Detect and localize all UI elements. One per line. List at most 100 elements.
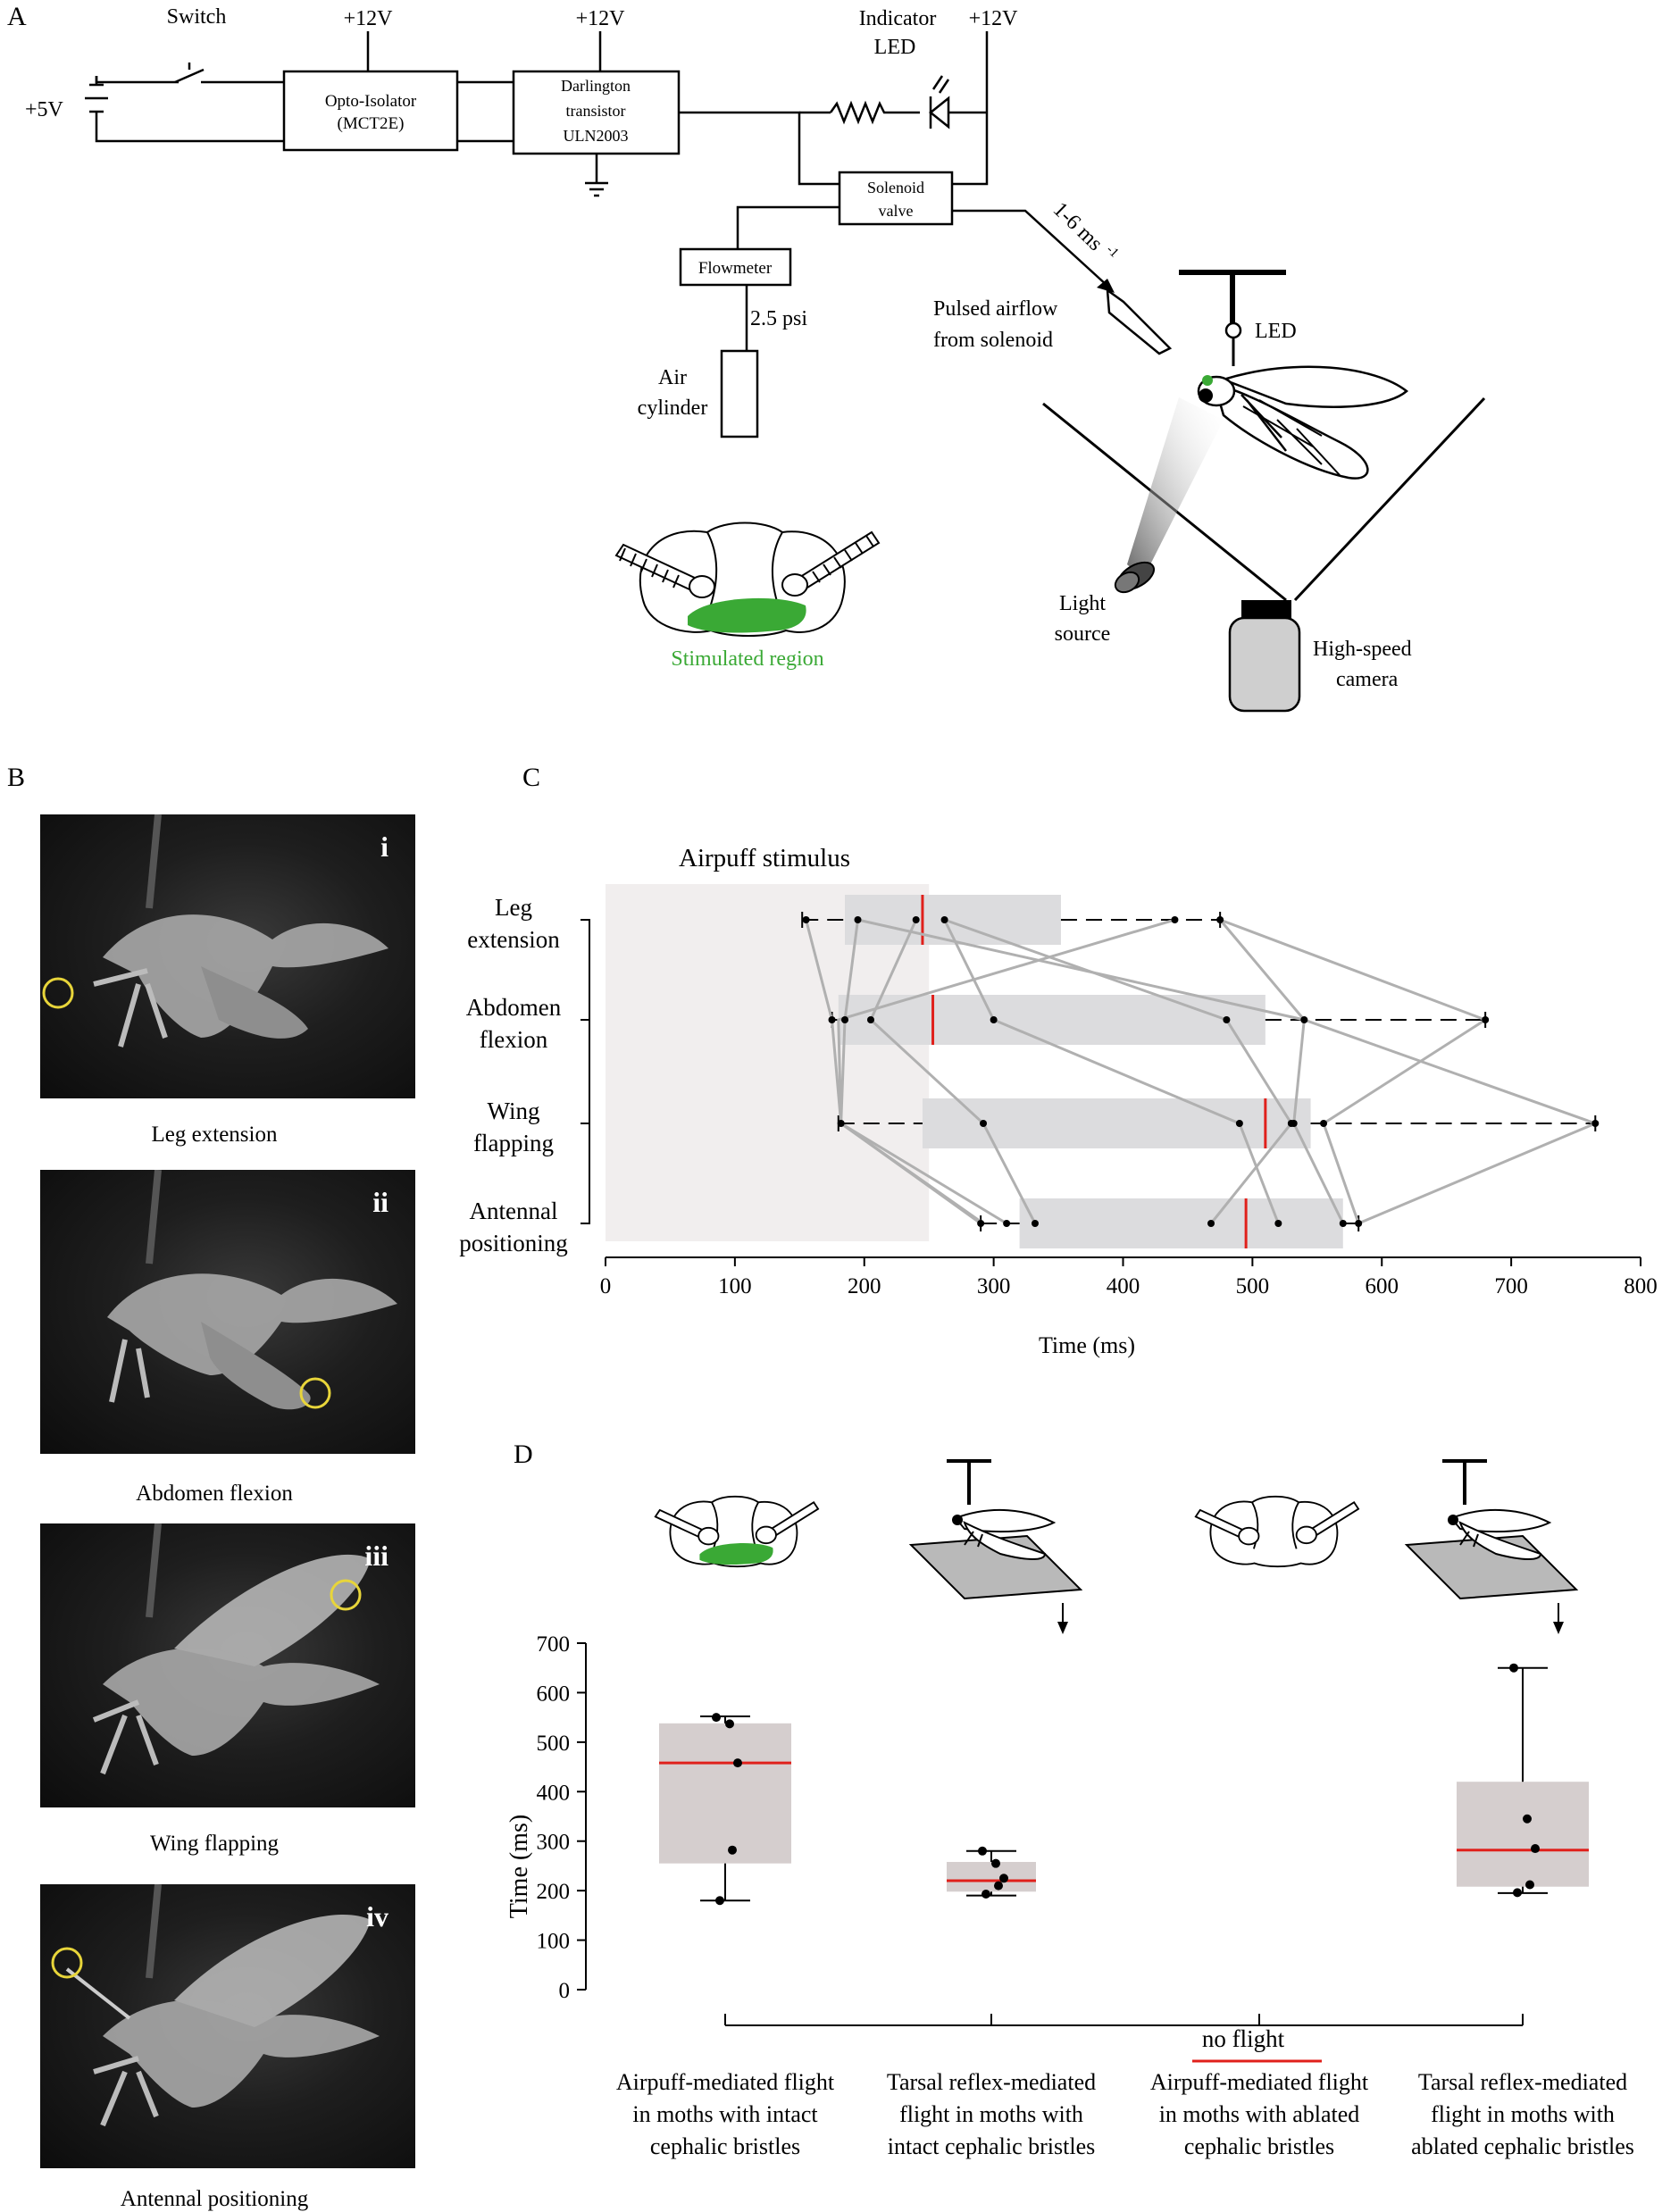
darlington-label-3: ULN2003 (564, 127, 629, 145)
v12-label-b: +12V (576, 7, 626, 30)
category-label: flight in moths with (1431, 2101, 1615, 2127)
data-point (1171, 916, 1179, 923)
data-point (1513, 1888, 1522, 1898)
data-point (837, 1120, 845, 1127)
category-label: ablated cephalic bristles (1411, 2133, 1634, 2159)
x-tick-label: 600 (1366, 1274, 1399, 1298)
photo-antennal-positioning: iv (40, 1884, 415, 2168)
category-label: flexion (480, 1026, 548, 1053)
y-tick-label: 300 (537, 1831, 571, 1855)
stim-region-label: Stimulated region (671, 647, 823, 671)
category-label: Wing (488, 1098, 540, 1124)
moth-icon (1197, 365, 1408, 480)
data-point (1216, 916, 1224, 923)
data-point (1223, 1016, 1231, 1023)
solenoid-label-1: Solenoid (867, 179, 924, 196)
camera-label-1: High-speed (1313, 638, 1412, 661)
photo-caption: Wing flapping (150, 1832, 280, 1856)
v5-label: +5V (25, 98, 64, 121)
svg-text:-1: -1 (1103, 243, 1121, 261)
darlington-label-2: transistor (566, 102, 626, 120)
panel-label-a: A (7, 2, 27, 31)
darlington-label-1: Darlington (561, 77, 631, 95)
x-tick-label: 300 (977, 1274, 1011, 1298)
head-ablated-icon (1194, 1495, 1360, 1568)
photo-caption: Antennal positioning (121, 2187, 309, 2211)
category-label: Abdomen (466, 994, 562, 1021)
solenoid-label-2: valve (879, 202, 914, 220)
category-label: intact cephalic bristles (888, 2133, 1095, 2159)
photo-roman-label: i (380, 831, 388, 863)
box (838, 995, 1266, 1045)
data-point (1482, 1016, 1490, 1023)
data-point (1523, 1814, 1532, 1824)
data-point (1339, 1220, 1347, 1227)
category-label: extension (467, 926, 560, 953)
led-icon (1224, 321, 1242, 339)
light-source-icon (1114, 561, 1155, 594)
circuit-boxes (282, 70, 954, 438)
category-label: cephalic bristles (1184, 2133, 1334, 2159)
x-tick-label: 100 (718, 1274, 752, 1298)
x-tick-label: 800 (1624, 1274, 1658, 1298)
data-point (940, 916, 948, 923)
head-intact-icon (654, 1495, 820, 1568)
category-label: Tarsal reflex-mediated (887, 2069, 1096, 2095)
x-tick-label: 700 (1494, 1274, 1528, 1298)
data-point (1320, 1120, 1328, 1127)
stim-region-shape (688, 597, 806, 633)
box (1457, 1782, 1589, 1887)
category-label: flapping (473, 1130, 554, 1156)
opto-label-2: (MCT2E) (338, 114, 405, 133)
data-point (912, 916, 920, 923)
category-label: Airpuff-mediated flight (1150, 2069, 1369, 2095)
y-tick-label: 500 (537, 1732, 571, 1756)
data-point (1509, 1663, 1518, 1673)
box (1019, 1198, 1343, 1248)
data-point (978, 1846, 987, 1856)
antenna-icons (614, 530, 881, 598)
data-point (1235, 1120, 1243, 1127)
connection-line (840, 919, 1007, 1225)
light-beam (1127, 397, 1224, 579)
box (659, 1723, 791, 1864)
panel-label-d: D (514, 1440, 533, 1469)
category-axis (581, 919, 590, 1224)
opto-label-1: Opto-Isolator (325, 92, 417, 111)
connection-line (837, 918, 1175, 1225)
air-label-2: cylinder (638, 396, 708, 420)
pulsed-label-1: Pulsed airflow (933, 297, 1058, 321)
box (947, 1861, 1036, 1892)
panel-label-c: C (522, 763, 540, 792)
panel-label-b: B (7, 763, 25, 792)
flowmeter-label: Flowmeter (698, 259, 773, 278)
data-point (1274, 1220, 1282, 1227)
led-label: LED (1255, 320, 1297, 343)
photo-caption: Leg extension (152, 1123, 278, 1147)
y-tick-label: 600 (537, 1682, 571, 1706)
circuit-wires (85, 31, 1108, 351)
panel-a: A (7, 2, 1486, 713)
pulsed-label-2: from solenoid (933, 329, 1053, 352)
data-point (715, 1896, 724, 1906)
data-point (733, 1758, 742, 1768)
light-label-1: Light (1059, 592, 1106, 615)
data-point (1531, 1844, 1540, 1854)
moth-photo-icon (42, 814, 388, 1048)
data-point (841, 1016, 849, 1023)
v12-label-a: +12V (344, 7, 394, 30)
svg-text:1-6 ms: 1-6 ms (1048, 198, 1107, 256)
category-label: flight in moths with (899, 2101, 1083, 2127)
category-label: in moths with intact (632, 2101, 818, 2127)
category-label: Airpuff-mediated flight (616, 2069, 835, 2095)
panel-b-captions: Leg extension Abdomen flexion Wing flapp… (121, 1123, 309, 2211)
x-tick-label: 500 (1236, 1274, 1270, 1298)
y-tick-label: 0 (559, 1979, 571, 2003)
chart-d-ylabel: Time (ms) (505, 1815, 533, 1918)
category-label: in moths with ablated (1159, 2101, 1360, 2127)
data-point (1031, 1220, 1039, 1227)
indicator-label-1: Indicator (859, 7, 937, 30)
data-point (866, 1016, 874, 1023)
